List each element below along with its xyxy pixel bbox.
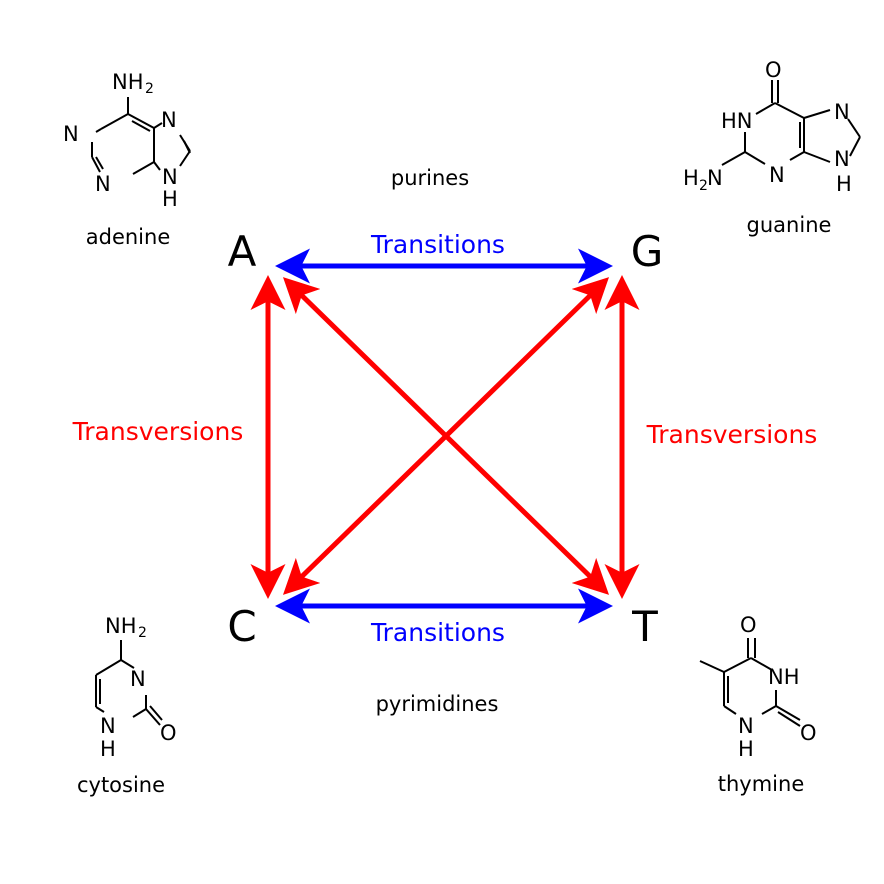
svg-text:H: H bbox=[683, 166, 699, 190]
svg-text:HN: HN bbox=[721, 109, 753, 133]
svg-text:N: N bbox=[834, 100, 850, 124]
base-letter-c: C bbox=[227, 602, 256, 651]
cytosine-name: cytosine bbox=[77, 773, 165, 797]
transitions-label-bottom: Transitions bbox=[370, 618, 505, 647]
guanine-name: guanine bbox=[747, 213, 832, 237]
adenine-structure: NH 2 N N N N H bbox=[63, 70, 191, 211]
base-letter-t: T bbox=[631, 602, 658, 651]
svg-text:2: 2 bbox=[699, 178, 708, 194]
svg-text:O: O bbox=[160, 721, 177, 745]
svg-text:N: N bbox=[95, 172, 111, 196]
svg-text:N: N bbox=[63, 122, 79, 146]
svg-text:O: O bbox=[740, 613, 757, 637]
svg-text:O: O bbox=[765, 58, 782, 82]
svg-text:N: N bbox=[130, 667, 146, 691]
svg-text:N: N bbox=[769, 163, 785, 187]
adenine-name: adenine bbox=[86, 225, 171, 249]
svg-text:N: N bbox=[162, 165, 178, 189]
transversion-arrow-g-c bbox=[282, 277, 610, 595]
thymine-name: thymine bbox=[718, 772, 805, 796]
transversions-label-right: Transversions bbox=[646, 420, 818, 449]
transitions-label-top: Transitions bbox=[370, 230, 505, 259]
svg-text:N: N bbox=[100, 714, 116, 738]
svg-text:H: H bbox=[162, 187, 178, 211]
guanine-structure: O HN N N N H H 2 N bbox=[683, 58, 861, 196]
svg-text:H: H bbox=[100, 737, 116, 761]
svg-text:H: H bbox=[738, 737, 754, 761]
svg-text:NH: NH bbox=[768, 665, 800, 689]
svg-text:2: 2 bbox=[138, 625, 147, 641]
base-letter-a: A bbox=[228, 227, 257, 276]
svg-text:O: O bbox=[800, 721, 817, 745]
base-letter-g: G bbox=[631, 227, 664, 276]
svg-text:2: 2 bbox=[145, 81, 154, 97]
thymine-structure: O NH N H O bbox=[699, 613, 817, 761]
pyrimidines-label: pyrimidines bbox=[376, 692, 499, 716]
svg-text:N: N bbox=[707, 166, 723, 190]
svg-text:N: N bbox=[834, 147, 850, 171]
svg-text:NH: NH bbox=[112, 70, 144, 94]
svg-text:N: N bbox=[738, 714, 754, 738]
cytosine-structure: NH 2 N N H O bbox=[95, 614, 177, 761]
svg-text:H: H bbox=[836, 172, 852, 196]
svg-text:N: N bbox=[161, 108, 177, 132]
purines-label: purines bbox=[391, 166, 469, 190]
transversions-label-left: Transversions bbox=[72, 417, 244, 446]
svg-text:NH: NH bbox=[105, 614, 137, 638]
